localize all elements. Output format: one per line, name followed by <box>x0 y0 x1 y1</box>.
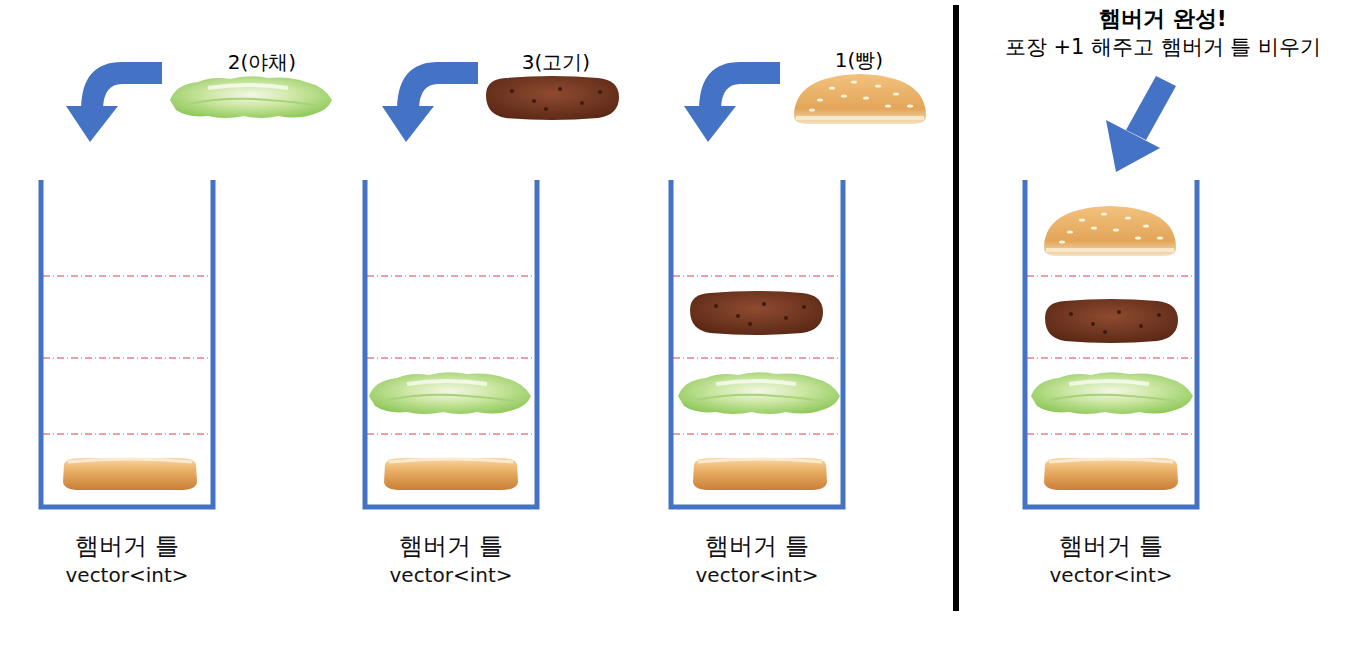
layer-divider <box>43 434 211 435</box>
lettuce-image <box>678 372 840 414</box>
patty-image <box>1045 299 1178 343</box>
lettuce-image <box>170 76 332 118</box>
mold-space <box>38 180 216 518</box>
big-arrow <box>1126 76 1176 140</box>
layer-divider <box>1027 358 1195 359</box>
patty-image <box>486 76 619 120</box>
layer-divider <box>43 276 211 277</box>
layer-divider <box>673 434 841 435</box>
arrow-head <box>382 106 434 142</box>
mold-title: 햄버거 틀 <box>1022 532 1200 561</box>
mold-space <box>668 180 846 518</box>
panel-note: 포장 +1 해주고 햄버거 틀 비우기 <box>1005 35 1321 60</box>
lettuce-image <box>369 372 531 414</box>
hamburger-mold: 햄버거 틀vector<int> <box>362 180 540 587</box>
layer-divider <box>367 434 535 435</box>
mold-wall <box>1025 180 1197 507</box>
layer-divider <box>1027 434 1195 435</box>
patty-image <box>690 291 823 335</box>
mold-type: vector<int> <box>668 563 846 587</box>
bun-image <box>384 458 518 490</box>
mold-wall <box>671 180 843 507</box>
bun-image <box>1044 206 1176 256</box>
mold-wall <box>41 180 213 507</box>
arrow-head <box>66 106 118 142</box>
hamburger-mold: 햄버거 틀vector<int> <box>668 180 846 587</box>
hamburger-mold: 햄버거 틀vector<int> <box>1022 180 1200 587</box>
mold-title: 햄버거 틀 <box>38 532 216 561</box>
layer-divider <box>673 358 841 359</box>
bun-image <box>794 74 926 124</box>
bun-image <box>63 458 197 490</box>
layer-divider <box>673 276 841 277</box>
ingredient-label: 2(야채) <box>228 50 296 74</box>
arrow-head <box>684 106 736 142</box>
mold-space <box>362 180 540 518</box>
bun-image <box>693 458 827 490</box>
divider-line <box>953 5 959 611</box>
arrow-head <box>1106 120 1160 172</box>
mold-wall <box>365 180 537 507</box>
curved-arrow <box>81 62 162 108</box>
hamburger-mold: 햄버거 틀vector<int> <box>38 180 216 587</box>
bun-image <box>1044 458 1178 490</box>
panel-heading: 햄버거 완성! <box>1099 6 1227 32</box>
layer-divider <box>367 358 535 359</box>
mold-outline <box>38 180 216 510</box>
layer-divider <box>43 358 211 359</box>
mold-title: 햄버거 틀 <box>362 532 540 561</box>
layer-divider <box>367 276 535 277</box>
mold-outline <box>362 180 540 510</box>
mold-type: vector<int> <box>38 563 216 587</box>
mold-space <box>1022 180 1200 518</box>
curved-arrow <box>699 62 780 108</box>
ingredient-label: 1(빵) <box>835 48 883 72</box>
mold-outline <box>668 180 846 510</box>
mold-type: vector<int> <box>362 563 540 587</box>
mold-outline <box>1022 180 1200 510</box>
mold-title: 햄버거 틀 <box>668 532 846 561</box>
curved-arrow <box>397 62 478 108</box>
layer-divider <box>1027 276 1195 277</box>
lettuce-image <box>1031 372 1193 414</box>
ingredient-label: 3(고기) <box>522 50 590 74</box>
mold-type: vector<int> <box>1022 563 1200 587</box>
